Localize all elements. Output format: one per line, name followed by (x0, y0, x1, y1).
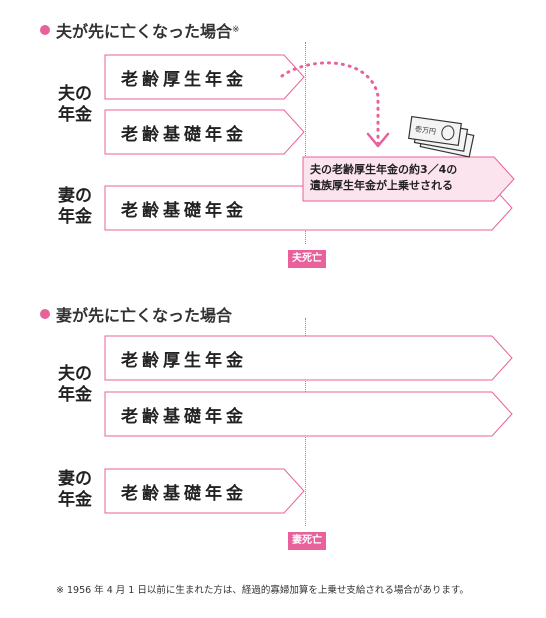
transfer-arrow-icon (280, 61, 390, 148)
wife-kiso-label: 老齢基礎年金 (121, 200, 247, 221)
arrow-shape (104, 391, 513, 437)
husband-label-line1: 夫の (58, 84, 92, 104)
wife-label-line2: 年金 (58, 490, 92, 510)
death-line-1 (305, 42, 306, 244)
callout-line1: 夫の老齢厚生年金の約3／4の (310, 163, 458, 176)
husband-label-line2: 年金 (58, 385, 92, 405)
husband-kosei-label-2: 老齢厚生年金 (121, 350, 247, 371)
husband-kiso-bar: 老齢基礎年金 (104, 109, 306, 155)
husband-pension-label: 夫の 年金 (58, 84, 92, 126)
wife-pension-label: 妻の 年金 (58, 186, 92, 228)
section1-title: 夫が先に亡くなった場合※ (40, 18, 240, 42)
husband-kiso-bar-2: 老齢基礎年金 (104, 391, 514, 437)
husband-kosei-bar: 老齢厚生年金 (104, 54, 306, 100)
wife-death-badge: 妻死亡 (288, 532, 326, 550)
footnote: ※ 1956 年 4 月 1 日以前に生まれた方は、経過的寡婦加算を上乗せ支給さ… (56, 585, 469, 596)
arrow-shape (104, 54, 305, 100)
bill-text: 壱万円 (414, 124, 436, 136)
bullet-dot-icon (40, 309, 50, 319)
husband-kosei-bar-2: 老齢厚生年金 (104, 335, 514, 381)
survivor-pension-callout: 夫の老齢厚生年金の約3／4の 遺族厚生年金が上乗せされる (302, 156, 516, 206)
husband-label-line1: 夫の (58, 364, 92, 384)
footnote-mark: ※ (232, 25, 240, 35)
callout-shape (302, 156, 515, 202)
husband-death-badge: 夫死亡 (288, 250, 326, 268)
wife-kiso-bar-2: 老齢基礎年金 (104, 468, 306, 514)
wife-kiso-label-2: 老齢基礎年金 (121, 483, 247, 504)
callout-line2: 遺族厚生年金が上乗せされる (310, 179, 453, 192)
wife-pension-label-2: 妻の 年金 (58, 469, 92, 511)
wife-label-line2: 年金 (58, 207, 92, 227)
wife-label-line1: 妻の (58, 469, 92, 489)
money-bills-icon: 壱万円 (408, 116, 475, 158)
wife-label-line1: 妻の (58, 186, 92, 206)
arrow-shape (104, 109, 305, 155)
husband-kosei-label: 老齢厚生年金 (121, 69, 247, 90)
arrow-shape (104, 335, 513, 381)
arrow-shape (104, 468, 305, 514)
husband-kiso-label-2: 老齢基礎年金 (121, 406, 247, 427)
bullet-dot-icon (40, 25, 50, 35)
husband-pension-label-2: 夫の 年金 (58, 364, 92, 406)
husband-label-line2: 年金 (58, 105, 92, 125)
section2-title: 妻が先に亡くなった場合 (40, 302, 232, 326)
section1-title-text: 夫が先に亡くなった場合 (56, 22, 233, 41)
husband-kiso-label: 老齢基礎年金 (121, 124, 247, 145)
section2-title-text: 妻が先に亡くなった場合 (56, 306, 233, 325)
